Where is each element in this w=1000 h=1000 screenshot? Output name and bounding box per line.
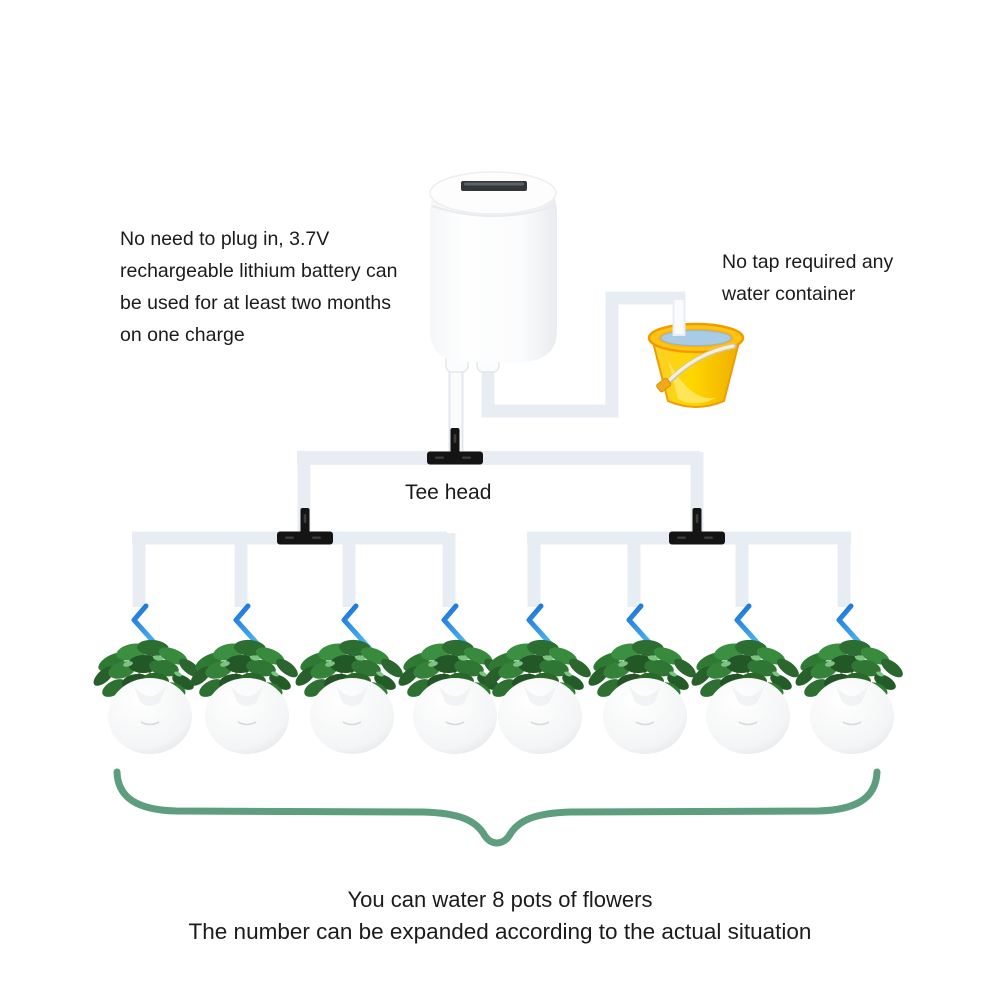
battery-note-line: rechargeable lithium battery can bbox=[120, 260, 398, 282]
plant-pot-icon bbox=[186, 637, 303, 756]
suction-tube bbox=[481, 291, 686, 418]
bottom-caption: You can water 8 pots of flowers The numb… bbox=[0, 884, 1000, 948]
tube-network bbox=[132, 451, 851, 607]
container-note: No tap required any water container bbox=[722, 246, 893, 310]
brace-icon bbox=[113, 768, 881, 847]
caption-line-1: You can water 8 pots of flowers bbox=[347, 887, 653, 912]
battery-note: No need to plug in, 3.7V rechargeable li… bbox=[120, 223, 398, 351]
plant-pot-icon bbox=[479, 637, 596, 756]
container-note-line: No tap required any bbox=[722, 251, 894, 273]
water-pump-icon bbox=[429, 171, 557, 373]
plant-pot-icon bbox=[687, 637, 804, 756]
plant-pot-icon bbox=[89, 637, 206, 756]
tee-head-label: Tee head bbox=[405, 481, 492, 504]
battery-note-line: No need to plug in, 3.7V bbox=[120, 228, 330, 250]
water-bucket-icon bbox=[647, 322, 745, 408]
container-note-line: water container bbox=[722, 283, 856, 305]
tee-connector-icon bbox=[277, 508, 333, 545]
caption-line-2: The number can be expanded according to … bbox=[188, 919, 812, 944]
tee-connector-icon bbox=[669, 508, 725, 545]
battery-note-line: be used for at least two months bbox=[120, 292, 391, 314]
plant-pot-icon bbox=[394, 637, 511, 756]
plant-pot-icon bbox=[291, 637, 408, 756]
plant-pot-icon bbox=[584, 637, 701, 756]
battery-note-line: on one charge bbox=[120, 324, 245, 346]
plant-pots-row bbox=[89, 637, 908, 756]
plant-pot-icon bbox=[791, 637, 908, 756]
tee-connector-icon bbox=[427, 428, 483, 465]
